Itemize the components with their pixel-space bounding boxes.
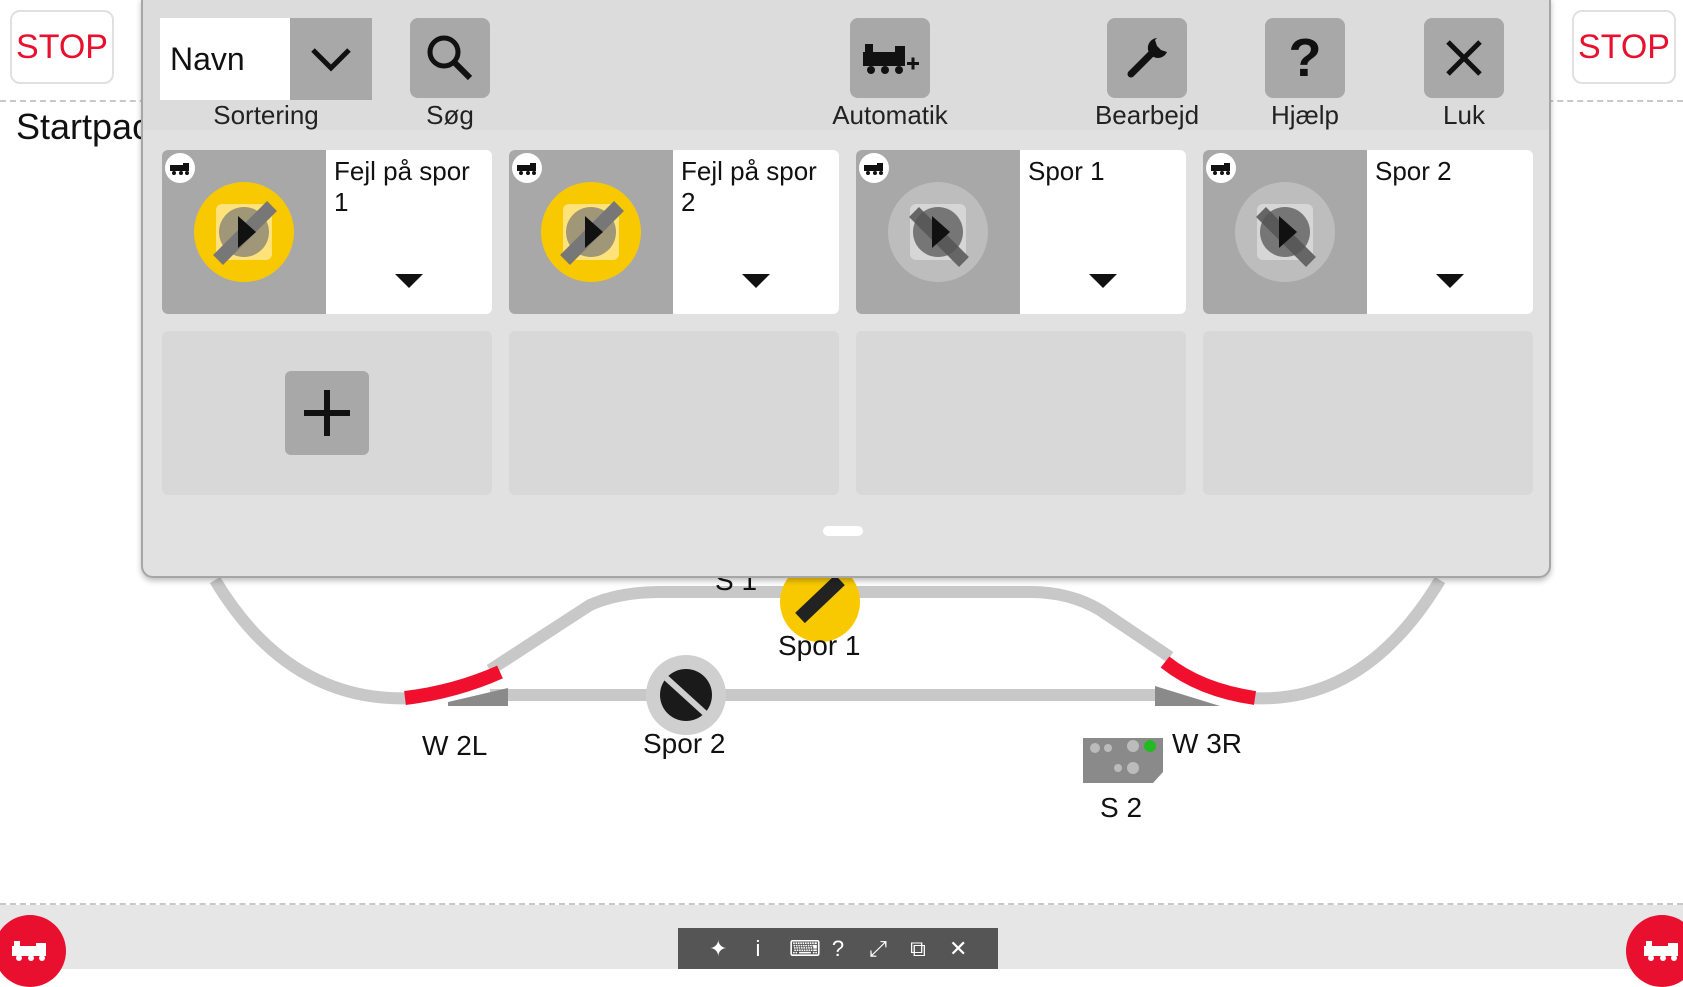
pin-icon[interactable]: ✦ xyxy=(709,935,728,961)
route-card[interactable]: Fejl på spor 2 xyxy=(509,150,839,314)
s2-signal[interactable] xyxy=(1083,738,1163,783)
plus-icon xyxy=(304,390,350,436)
track-right-curve xyxy=(1249,576,1446,705)
locomotive-icon xyxy=(165,153,195,183)
search-label: Søg xyxy=(426,100,474,130)
route-card-icon-area[interactable] xyxy=(162,150,326,314)
edit-button[interactable] xyxy=(1107,18,1187,98)
keyboard-icon[interactable]: ⌨ xyxy=(789,935,821,961)
empty-slot xyxy=(509,331,839,495)
dialog-resize-handle[interactable] xyxy=(823,526,863,536)
route-active-icon xyxy=(541,182,641,282)
help-icon[interactable]: ? xyxy=(831,935,845,961)
search-icon xyxy=(427,35,473,81)
label-w3r: W 3R xyxy=(1172,728,1242,759)
empty-slot xyxy=(856,331,1186,495)
route-card-icon-area[interactable] xyxy=(1203,150,1367,314)
help-label: Hjælp xyxy=(1271,100,1339,130)
label-spor2: Spor 2 xyxy=(643,728,726,759)
route-card-title: Fejl på spor 2 xyxy=(681,156,817,217)
caret-down-icon[interactable] xyxy=(1089,274,1117,288)
switch-w2l-red[interactable] xyxy=(404,665,503,705)
label-s2: S 2 xyxy=(1100,792,1143,823)
info-icon[interactable]: i xyxy=(755,935,761,961)
switch-w3r-base xyxy=(1155,686,1220,706)
automatik-label: Automatik xyxy=(832,100,948,130)
help-button[interactable]: ? xyxy=(1265,18,1345,98)
add-route-button[interactable] xyxy=(285,371,369,455)
label-spor1: Spor 1 xyxy=(778,630,861,661)
search-button[interactable] xyxy=(410,18,490,98)
sort-value[interactable]: Navn xyxy=(160,18,290,100)
caret-down-icon[interactable] xyxy=(1436,274,1464,288)
track-setup-dialog: Navn Sortering Søg Automatik Bearbejd ? … xyxy=(141,0,1551,578)
spor1-indicator-slash xyxy=(795,574,845,624)
locomotive-add-icon xyxy=(863,44,919,74)
automatik-button[interactable] xyxy=(850,18,930,98)
close-label: Luk xyxy=(1443,100,1485,130)
route-card[interactable]: Spor 2 xyxy=(1203,150,1533,314)
switch-w3r-red[interactable] xyxy=(1160,656,1257,705)
spor2-indicator-slash xyxy=(661,673,711,719)
close-button[interactable] xyxy=(1424,18,1504,98)
route-inactive-icon xyxy=(1235,182,1335,282)
window-mini-toolbar: ✦ i ⌨ ? ⤢ ⧉ ✕ xyxy=(678,928,998,969)
page-title: Startpac xyxy=(16,106,151,147)
close-icon[interactable]: ✕ xyxy=(949,935,968,961)
empty-slot xyxy=(1203,331,1533,495)
add-route-slot xyxy=(162,331,492,495)
label-w2l: W 2L xyxy=(422,730,488,761)
route-card-title: Spor 2 xyxy=(1375,156,1452,186)
route-card-icon-area[interactable] xyxy=(509,150,673,314)
track-left-curve xyxy=(209,576,416,705)
sort-label: Sortering xyxy=(213,100,319,130)
route-inactive-icon xyxy=(888,182,988,282)
route-card[interactable]: Fejl på spor 1 xyxy=(162,150,492,314)
caret-down-icon[interactable] xyxy=(742,274,770,288)
loco-menu-button-left[interactable] xyxy=(0,915,66,987)
stop-button-left[interactable]: STOP xyxy=(10,10,114,84)
expand-icon[interactable]: ⤢ xyxy=(869,935,887,961)
edit-label: Bearbejd xyxy=(1094,100,1200,130)
route-card[interactable]: Spor 1 xyxy=(856,150,1186,314)
locomotive-icon xyxy=(1206,153,1236,183)
question-icon: ? xyxy=(1288,28,1322,88)
sort-dropdown[interactable]: Navn xyxy=(160,18,372,100)
footer-divider xyxy=(0,903,1683,905)
locomotive-icon xyxy=(1644,941,1678,961)
dialog-toolbar: Navn Sortering Søg Automatik Bearbejd ? … xyxy=(143,0,1549,130)
loco-menu-button-right[interactable] xyxy=(1626,915,1683,987)
route-card-title: Spor 1 xyxy=(1028,156,1105,186)
route-card-icon-area[interactable] xyxy=(856,150,1020,314)
wrench-icon xyxy=(1127,38,1167,78)
stop-button-right[interactable]: STOP xyxy=(1572,10,1676,84)
route-card-title: Fejl på spor 1 xyxy=(334,156,470,217)
close-icon xyxy=(1446,40,1482,76)
switch-w2l-base xyxy=(448,688,508,706)
route-active-icon xyxy=(194,182,294,282)
caret-down-icon[interactable] xyxy=(395,274,423,288)
chevron-down-icon[interactable] xyxy=(290,18,372,100)
locomotive-icon xyxy=(12,941,46,961)
locomotive-icon xyxy=(512,153,542,183)
resize-icon[interactable]: ⧉ xyxy=(910,935,926,961)
locomotive-icon xyxy=(859,153,889,183)
track-layout xyxy=(209,540,1446,783)
